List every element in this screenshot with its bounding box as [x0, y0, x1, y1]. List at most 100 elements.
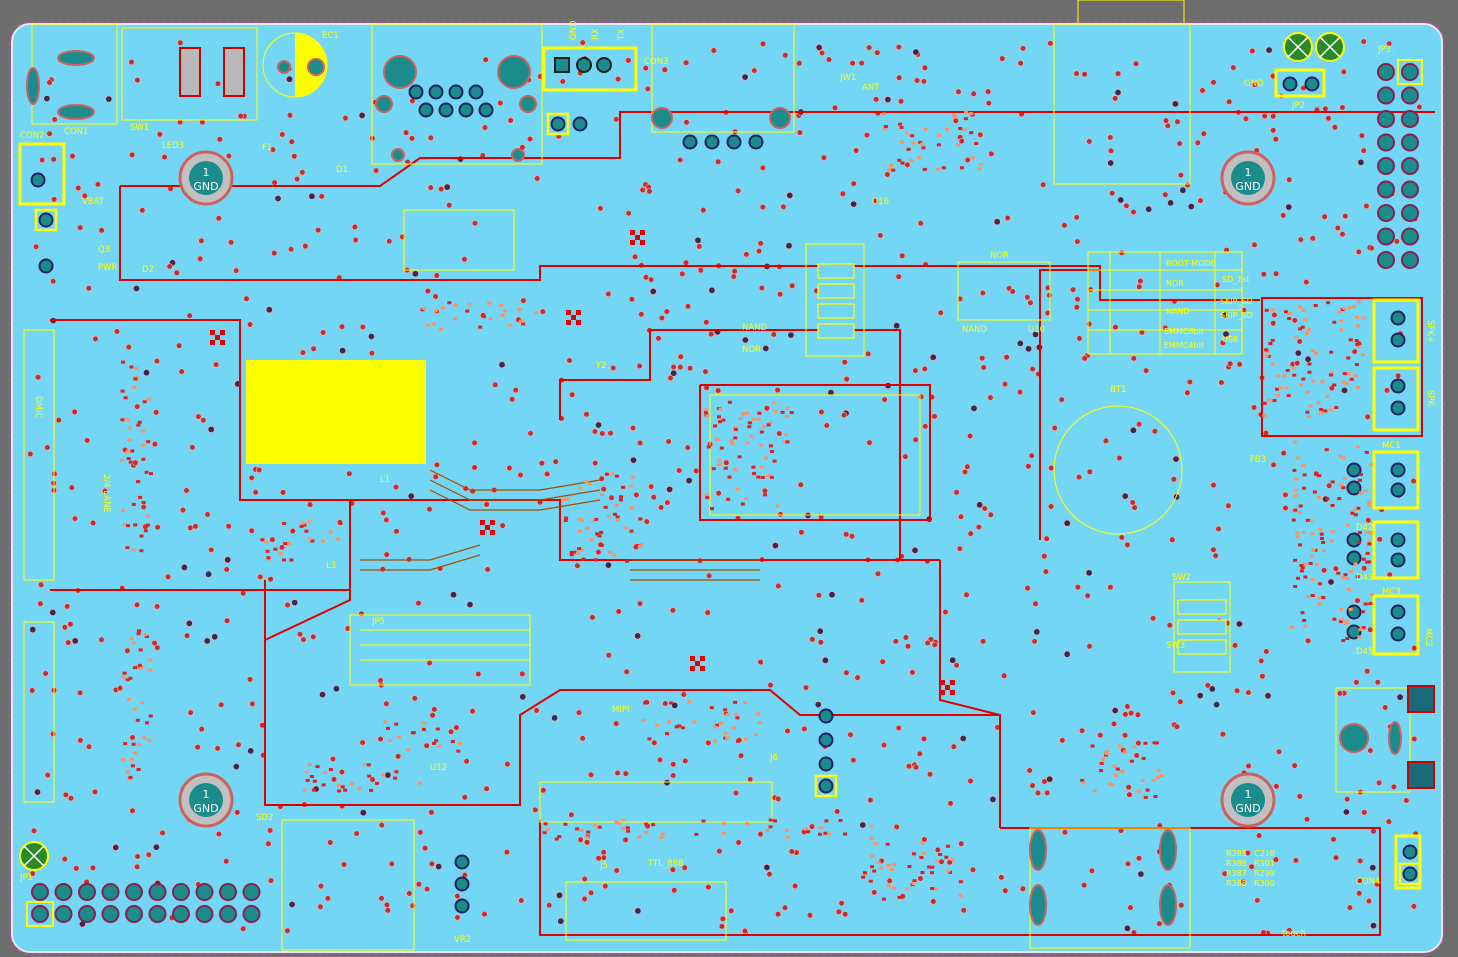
smd-pad [1345, 637, 1350, 640]
smd-pad [265, 549, 270, 553]
smd-pad [1159, 774, 1164, 777]
smd-pad [674, 725, 679, 729]
via [981, 505, 988, 512]
via [952, 117, 959, 124]
th-pad [418, 102, 434, 118]
label-nand2: NAND [742, 323, 768, 333]
via [1236, 361, 1243, 368]
smd-pad [585, 526, 590, 530]
via [949, 656, 957, 664]
trace-lower-left [264, 580, 1000, 806]
via [929, 353, 937, 361]
via [1131, 504, 1138, 511]
smd-pad [785, 440, 790, 444]
smd-pad [381, 773, 386, 777]
via [959, 734, 967, 742]
via [682, 59, 690, 66]
smd-pad [1316, 496, 1321, 500]
via [64, 603, 71, 610]
via [380, 509, 387, 517]
via [998, 874, 1005, 881]
smd-pad [394, 722, 399, 726]
via [143, 369, 151, 377]
smd-pad [1355, 342, 1360, 346]
smd-pad [1358, 491, 1363, 495]
jp3-pin [1401, 227, 1419, 246]
smd-pad [599, 493, 604, 496]
smd-pad [1349, 377, 1354, 381]
boot-mode-title: BOOT MODE [1166, 259, 1216, 268]
via [839, 190, 847, 197]
smd-pad [1310, 578, 1315, 581]
smd-pad [543, 822, 548, 826]
label-nand: NAND [962, 325, 988, 335]
smd-pad [1292, 440, 1297, 444]
th-pad [30, 172, 46, 188]
smd-pad [843, 832, 848, 836]
smd-pad [906, 147, 911, 151]
via [134, 76, 141, 84]
smd-pad [311, 788, 316, 792]
via [469, 708, 476, 715]
smd-pad [626, 829, 631, 833]
via [463, 758, 470, 765]
via [988, 150, 995, 157]
smd-check [700, 666, 705, 671]
via [1063, 519, 1071, 527]
via [697, 267, 704, 274]
smd-pad [1287, 312, 1292, 315]
smd-pad [577, 547, 582, 551]
smd-pad [133, 377, 138, 381]
via [566, 357, 573, 364]
via [234, 809, 241, 816]
smd-check [945, 685, 950, 690]
con3-pins [554, 57, 612, 73]
smd-pad [581, 557, 586, 561]
smd-pad [935, 167, 940, 171]
res-c218: C218 [1254, 849, 1275, 858]
via [942, 608, 949, 616]
via [892, 638, 899, 645]
smd-pad [1293, 558, 1297, 562]
smd-pad [141, 501, 146, 504]
smd-pad [328, 530, 333, 534]
via [1111, 706, 1119, 714]
via [737, 752, 745, 759]
via [762, 344, 770, 352]
th-pad [478, 102, 494, 118]
smd-pad [1305, 410, 1310, 414]
smd-pad [1307, 362, 1312, 366]
smd-pad [1310, 594, 1315, 597]
via [979, 289, 987, 297]
via [774, 911, 782, 918]
th-pad [748, 134, 764, 150]
via [757, 830, 764, 838]
smd-pad [881, 897, 886, 901]
via [1321, 213, 1328, 220]
via [759, 164, 767, 171]
smd-pad [508, 323, 513, 327]
via [841, 359, 848, 366]
smd-pad [745, 822, 750, 825]
via [715, 158, 722, 165]
smd-pad [766, 474, 771, 477]
smd-pad [660, 832, 665, 836]
smd-pad [920, 142, 925, 146]
via [895, 273, 902, 280]
smd-pad [1104, 752, 1109, 756]
gnd-hole-br: 1 GND [1220, 772, 1276, 828]
smd-pad [765, 829, 770, 833]
smd-pad [338, 522, 343, 525]
via [636, 362, 643, 370]
via [776, 291, 784, 298]
smd-pad [1264, 354, 1269, 358]
via [475, 670, 482, 678]
via [32, 243, 40, 250]
via [843, 669, 850, 676]
via [671, 701, 679, 709]
via [686, 365, 694, 372]
smd-pad [521, 322, 526, 326]
smd-check [215, 335, 220, 340]
smd-pad [564, 516, 569, 520]
via [677, 364, 684, 371]
